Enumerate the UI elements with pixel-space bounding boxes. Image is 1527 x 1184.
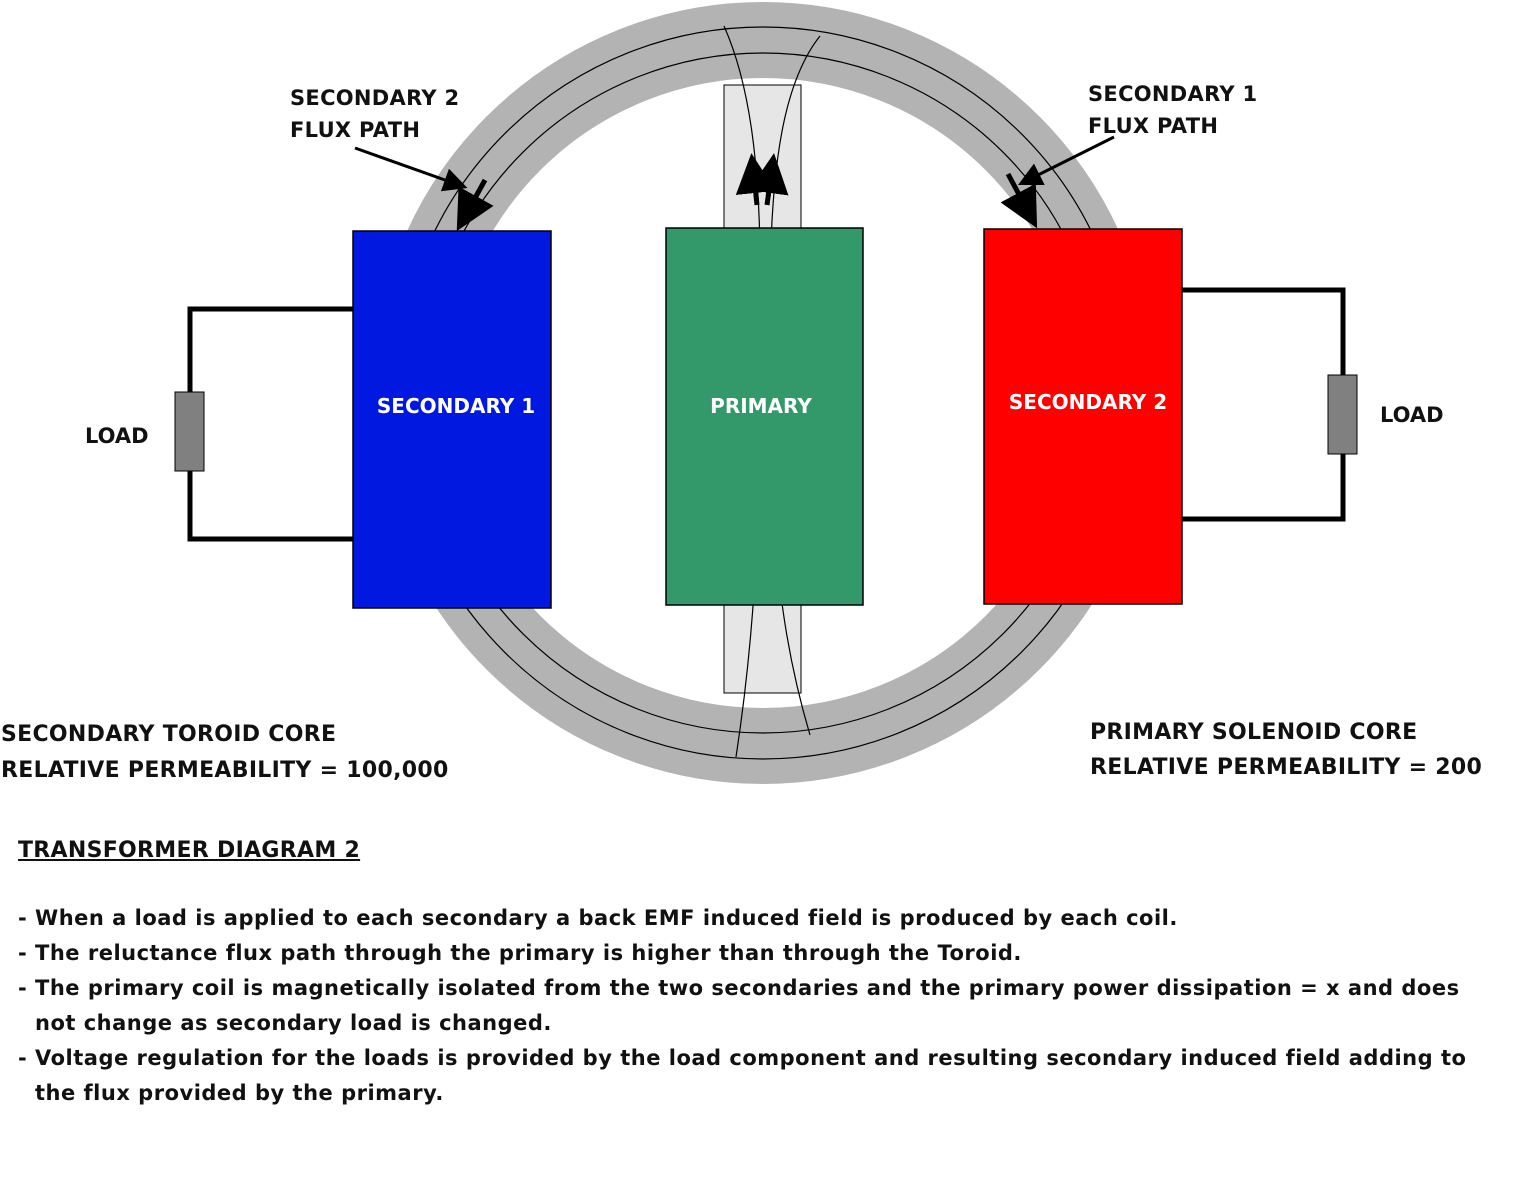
- toroid-core-label: SECONDARY TOROID CORE RELATIVE PERMEABIL…: [1, 717, 449, 789]
- primary-coil: [665, 227, 864, 606]
- secondary2-coil: [983, 228, 1183, 605]
- secondary2-flux-label-line2: FLUX PATH: [290, 118, 421, 142]
- solenoid-core-label-line2: RELATIVE PERMEABILITY = 200: [1090, 755, 1483, 780]
- secondary1-coil-label: SECONDARY 1: [377, 394, 535, 418]
- caption-bullet: - The primary coil is magnetically isola…: [18, 976, 1460, 1035]
- caption-title: TRANSFORMER DIAGRAM 2: [18, 838, 361, 863]
- secondary1-coil: [352, 230, 552, 609]
- secondary2-coil-label: SECONDARY 2: [1009, 390, 1167, 414]
- secondary2-flux-label: SECONDARY 2 FLUX PATH: [290, 82, 459, 146]
- left-load-label: LOAD: [85, 424, 149, 448]
- toroid-core-label-line1: SECONDARY TOROID CORE: [1, 722, 337, 747]
- secondary1-flux-label-line2: FLUX PATH: [1088, 114, 1219, 138]
- solenoid-core-label-line1: PRIMARY SOLENOID CORE: [1090, 720, 1418, 745]
- flux-arrow: [748, 153, 789, 206]
- left-load-wire: [187, 306, 353, 542]
- secondary2-flux-arrow: [456, 178, 494, 232]
- secondary1-flux-pointer: [1017, 135, 1115, 186]
- caption-bullet: - When a load is applied to each seconda…: [18, 906, 1178, 930]
- caption: TRANSFORMER DIAGRAM 2 - When a load is a…: [18, 838, 1508, 1111]
- right-load-wire: [1182, 287, 1346, 522]
- right-load-resistor: [1327, 374, 1358, 455]
- caption-bullets: - When a load is applied to each seconda…: [18, 901, 1508, 1111]
- transformer-diagram: SECONDARY 1 PRIMARY SECONDARY 2: [174, 2, 1358, 784]
- secondary1-flux-label-line1: SECONDARY 1: [1088, 82, 1258, 106]
- left-load-resistor: [174, 391, 205, 472]
- toroid-core-label-line2: RELATIVE PERMEABILITY = 100,000: [1, 758, 449, 783]
- primary-coil-label: PRIMARY: [710, 394, 812, 418]
- secondary1-flux-arrow: [1000, 172, 1038, 229]
- secondary1-flux-label: SECONDARY 1 FLUX PATH: [1088, 78, 1257, 142]
- secondary2-flux-pointer: [354, 146, 468, 192]
- caption-bullet: - The reluctance flux path through the p…: [18, 941, 1022, 965]
- secondary2-flux-label-line1: SECONDARY 2: [290, 86, 460, 110]
- caption-bullet: - Voltage regulation for the loads is pr…: [18, 1046, 1467, 1105]
- solenoid-core-label: PRIMARY SOLENOID CORE RELATIVE PERMEABIL…: [1090, 715, 1482, 785]
- right-load-label: LOAD: [1380, 403, 1444, 427]
